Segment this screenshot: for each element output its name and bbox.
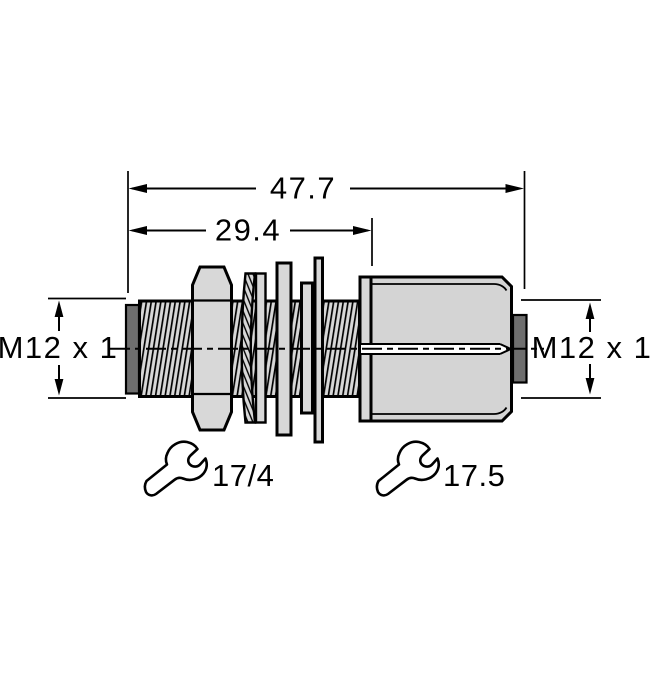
arrowhead-left — [128, 226, 147, 235]
dimension-overall-label: 47.7 — [270, 171, 336, 206]
wrench-callout-right: 17.5 — [375, 440, 505, 497]
thread-right-label: M12 x 1 — [532, 330, 653, 365]
arrowhead-down — [585, 378, 595, 395]
dimension-thread-right: M12 x 1 — [521, 299, 653, 399]
arrowhead-right — [505, 184, 524, 193]
dimension-front-length: 29.4 — [128, 213, 373, 266]
arrowhead-up — [585, 302, 595, 319]
arrowhead-up — [54, 300, 64, 317]
wrench-size-right: 17.5 — [443, 458, 505, 493]
wrench-size-left: 17/4 — [212, 458, 274, 493]
arrowhead-left — [128, 184, 147, 193]
connector-body — [110, 256, 544, 444]
dimension-overall-length: 47.7 — [127, 171, 526, 293]
mounting-plate-3 — [313, 256, 324, 444]
dimension-front-label: 29.4 — [215, 213, 281, 248]
dimension-thread-left: M12 x 1 — [0, 297, 126, 399]
arrowhead-right — [353, 226, 372, 235]
thread-left-label: M12 x 1 — [0, 330, 118, 365]
arrowhead-down — [54, 379, 64, 396]
wrench-callout-left: 17/4 — [143, 440, 274, 497]
